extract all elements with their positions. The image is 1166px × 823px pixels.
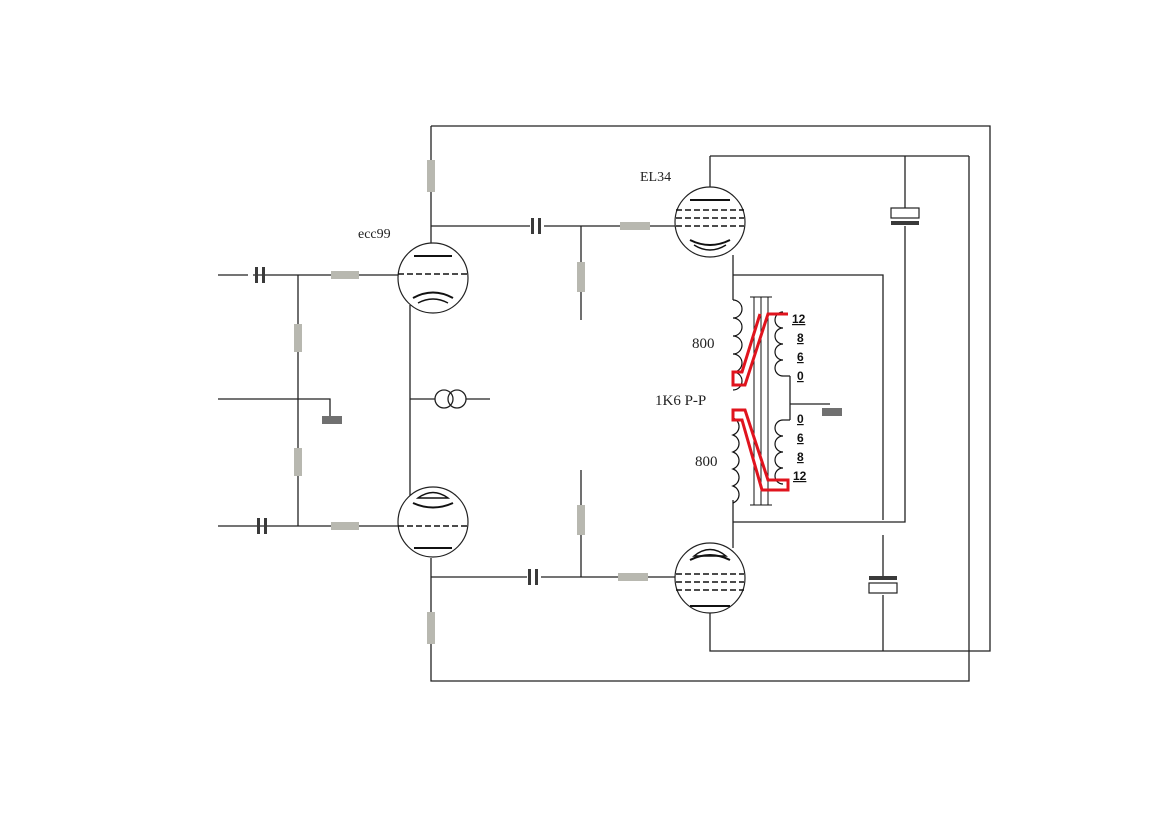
capacitors xyxy=(248,207,920,594)
capacitor-input-top xyxy=(248,267,265,284)
output-transformer xyxy=(731,296,791,506)
driver-tube-bottom xyxy=(397,486,470,558)
driver-tube-label: ecc99 xyxy=(358,227,391,242)
resistor-bias-upper xyxy=(577,262,585,292)
capacitor-supply-lower xyxy=(868,576,898,594)
tap-label: 12 xyxy=(792,312,806,326)
output-tube-label: EL34 xyxy=(640,170,671,185)
tap-label: 8 xyxy=(797,450,804,464)
tap-label: 0 xyxy=(797,369,804,383)
resistor-bottom-grid-stopper xyxy=(331,522,359,530)
secondary-taps-upper: 12 8 6 0 xyxy=(792,312,806,383)
resistor-bottom-plate-load xyxy=(427,612,435,644)
resistor-el34-grid-lower xyxy=(618,573,648,581)
secondary-coil-upper xyxy=(774,311,784,377)
capacitor-supply-upper xyxy=(890,207,920,225)
transformer-core xyxy=(750,296,772,506)
output-tube-bottom xyxy=(674,542,746,614)
secondary-taps-lower: 0 6 8 12 xyxy=(793,412,807,483)
resistor-el34-grid-upper xyxy=(620,222,650,230)
tap-label: 6 xyxy=(797,431,804,445)
resistors xyxy=(294,160,650,644)
output-tube-top xyxy=(674,186,746,258)
resistor-grid-leak-upper xyxy=(294,324,302,352)
capacitor-coupling-bottom xyxy=(527,569,541,585)
tap-label: 6 xyxy=(797,350,804,364)
primary-total-impedance: 1K6 P-P xyxy=(655,393,706,409)
tap-label: 0 xyxy=(797,412,804,426)
secondary-coil-lower xyxy=(774,419,784,485)
resistor-bias-lower xyxy=(577,505,585,535)
driver-tube-top xyxy=(397,242,470,314)
primary-lower-impedance: 800 xyxy=(695,454,718,470)
capacitor-coupling-top xyxy=(530,218,544,234)
resistor-top-plate-load xyxy=(427,160,435,192)
winding-highlight-lower xyxy=(731,408,790,492)
primary-coil-lower xyxy=(731,417,740,504)
wiring xyxy=(218,125,991,682)
resistor-grid-leak-lower xyxy=(294,448,302,476)
ground-symbol-secondary xyxy=(822,408,842,416)
current-source-symbol xyxy=(434,389,467,409)
tap-label: 12 xyxy=(793,469,807,483)
tap-label: 8 xyxy=(797,331,804,345)
resistor-top-grid-stopper xyxy=(331,271,359,279)
capacitor-input-bottom xyxy=(257,518,267,534)
ground-symbol-input xyxy=(322,416,342,424)
primary-upper-impedance: 800 xyxy=(692,336,715,352)
winding-highlight-upper xyxy=(731,312,788,387)
